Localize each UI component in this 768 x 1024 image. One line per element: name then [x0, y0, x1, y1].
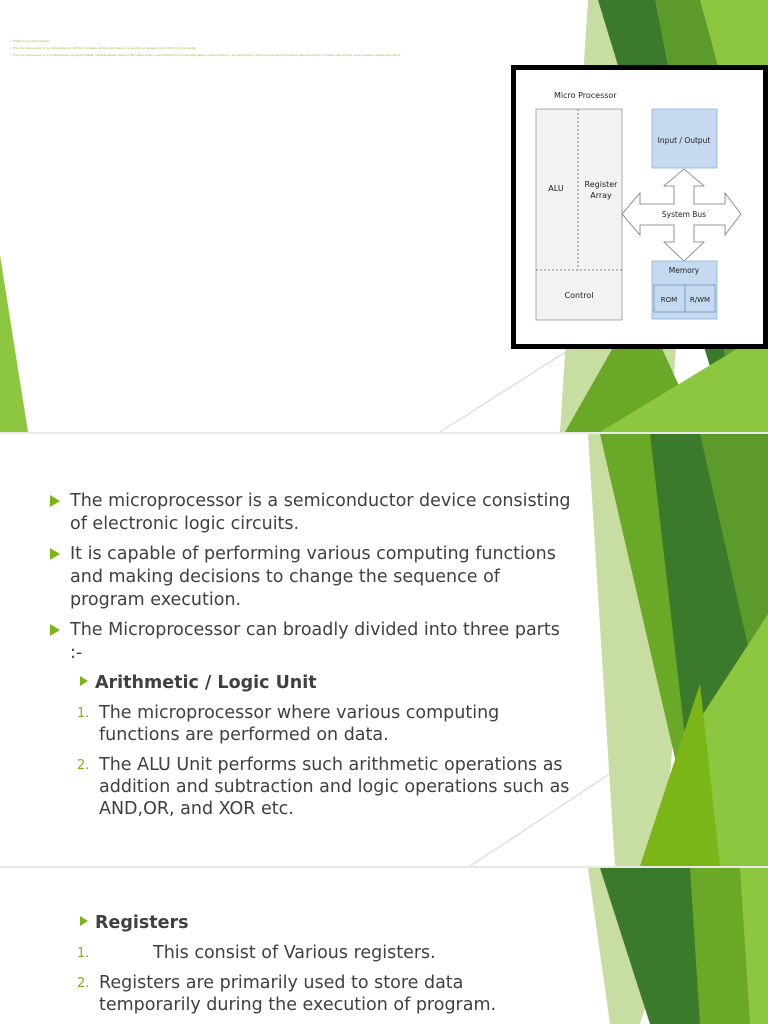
- alu-heading: Arithmetic / Logic Unit: [46, 672, 576, 695]
- rwm-label: R/WM: [690, 296, 710, 304]
- slide2-content: The microprocessor is a semiconductor de…: [46, 490, 576, 828]
- registers-heading: Registers: [46, 912, 566, 935]
- io-label: Input / Output: [658, 136, 711, 145]
- bus-label: System Bus: [662, 210, 706, 219]
- system-bus-arrows: [621, 168, 742, 262]
- io-block: [651, 108, 718, 169]
- item-text: Registers are primarily used to store da…: [99, 973, 497, 1015]
- slide-2: The microprocessor is a semiconductor de…: [0, 434, 768, 866]
- control-label: Control: [565, 291, 594, 300]
- microprocessor-diagram: Micro Processor ALU Register Array Contr…: [511, 65, 768, 349]
- cpu-block: [535, 108, 623, 321]
- green-shapes-decoration: [0, 434, 768, 866]
- tiny-line: • The microprocessor is a multipurpose, …: [10, 53, 401, 57]
- numbered-item: 1. The microprocessor where various comp…: [46, 702, 576, 746]
- slide-1: • What is microprocessor? • The micropro…: [0, 0, 768, 432]
- diagram-title: Micro Processor: [554, 91, 617, 100]
- bullet-item: The microprocessor is a semiconductor de…: [46, 490, 576, 536]
- item-text: The ALU Unit performs such arithmetic op…: [99, 755, 570, 819]
- slide-3: Registers 1. This consist of Various reg…: [0, 868, 768, 1024]
- alu-label: ALU: [548, 184, 564, 193]
- array-label: Array: [590, 191, 612, 200]
- item-number: 1.: [77, 946, 90, 961]
- item-number: 2.: [77, 976, 90, 991]
- rom-label: ROM: [661, 296, 677, 304]
- item-number: 1.: [77, 706, 90, 721]
- numbered-item: 1. This consist of Various registers.: [46, 942, 566, 964]
- memory-label: Memory: [669, 266, 700, 275]
- bullet-item: The Microprocessor can broadly divided i…: [46, 619, 576, 665]
- numbered-item: 2. The ALU Unit performs such arithmetic…: [46, 754, 576, 820]
- slide3-content: Registers 1. This consist of Various reg…: [46, 912, 566, 1024]
- register-label: Register: [585, 180, 619, 189]
- green-shapes-decoration: [588, 868, 768, 1024]
- slide1-tiny-text: • What is microprocessor? • The micropro…: [10, 38, 430, 59]
- item-number: 2.: [77, 758, 90, 773]
- numbered-item: 2. Registers are primarily used to store…: [46, 972, 566, 1016]
- tiny-line: • What is microprocessor?: [10, 39, 50, 43]
- item-text: The microprocessor where various computi…: [99, 703, 500, 745]
- item-text: This consist of Various registers.: [153, 943, 436, 963]
- bullet-item: It is capable of performing various comp…: [46, 543, 576, 612]
- tiny-line: • The microprocessor is an integrated ci…: [10, 46, 197, 50]
